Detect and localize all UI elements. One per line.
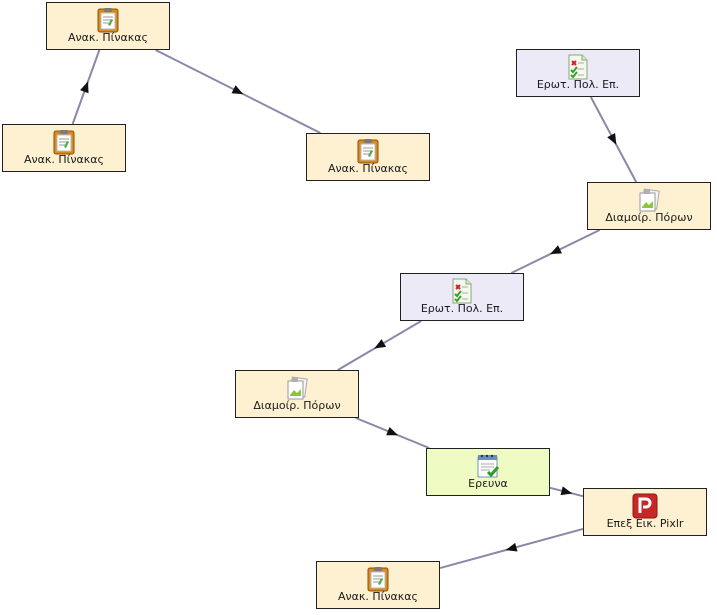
edge-n9-n10 xyxy=(439,527,584,570)
node-anak-pinakas-3[interactable]: Ανακ. Πίνακας xyxy=(306,133,430,181)
edge-n8-n9 xyxy=(549,486,584,498)
arrowhead xyxy=(505,542,518,552)
shared-resources-icon xyxy=(287,376,308,400)
node-anak-pinakas-1[interactable]: Ανακ. Πίνακας xyxy=(46,2,170,50)
node-erevna[interactable]: Ερευνα xyxy=(426,448,550,496)
node-diamoir-poron-1[interactable]: Διαμοίρ. Πόρων xyxy=(587,182,711,230)
arrowhead xyxy=(560,486,573,496)
clipboard-icon xyxy=(97,8,119,33)
node-label: Ερευνα xyxy=(468,477,508,490)
node-label: Ανακ. Πίνακας xyxy=(328,162,408,175)
node-label: Επεξ Εικ. Pixlr xyxy=(606,517,684,530)
clipboard-icon xyxy=(357,139,379,164)
pixlr-p-icon xyxy=(632,493,658,519)
node-diamoir-poron-2[interactable]: Διαμοίρ. Πόρων xyxy=(235,370,359,418)
node-label: Ερωτ. Πολ. Επ. xyxy=(420,302,504,315)
edge-n1-n3 xyxy=(155,49,321,134)
quiz-checklist-icon xyxy=(452,278,472,304)
arrowhead xyxy=(607,132,617,145)
survey-notepad-icon xyxy=(477,454,500,478)
clipboard-icon xyxy=(367,567,389,592)
arrowhead xyxy=(80,81,89,94)
edge-n2-n1 xyxy=(71,49,101,125)
clipboard-icon xyxy=(53,130,75,155)
arrowhead xyxy=(386,426,399,436)
node-epex-eik-pixlr[interactable]: Επεξ Εικ. Pixlr xyxy=(583,488,707,536)
node-anak-pinakas-2[interactable]: Ανακ. Πίνακας xyxy=(2,124,126,172)
arrowhead xyxy=(374,339,387,349)
node-label: Ανακ. Πίνακας xyxy=(338,590,418,603)
node-erot-pol-ep-1[interactable]: Ερωτ. Πολ. Επ. xyxy=(516,49,640,97)
node-label: Ανακ. Πίνακας xyxy=(68,31,148,44)
arrowhead xyxy=(550,245,562,255)
node-label: Ερωτ. Πολ. Επ. xyxy=(536,78,620,91)
node-label: Διαμοίρ. Πόρων xyxy=(253,399,341,412)
edge-n4-n5 xyxy=(589,96,638,183)
quiz-checklist-icon xyxy=(568,54,588,80)
edge-n5-n6 xyxy=(510,229,601,274)
node-label: Ανακ. Πίνακας xyxy=(24,153,104,166)
edge-n7-n8 xyxy=(355,417,430,449)
node-label: Διαμοίρ. Πόρων xyxy=(605,211,693,224)
arrowhead xyxy=(231,85,244,95)
node-erot-pol-ep-2[interactable]: Ερωτ. Πολ. Επ. xyxy=(400,273,524,321)
node-anak-pinakas-4[interactable]: Ανακ. Πίνακας xyxy=(316,561,440,609)
shared-resources-icon xyxy=(639,188,660,212)
edge-n6-n7 xyxy=(337,320,422,371)
